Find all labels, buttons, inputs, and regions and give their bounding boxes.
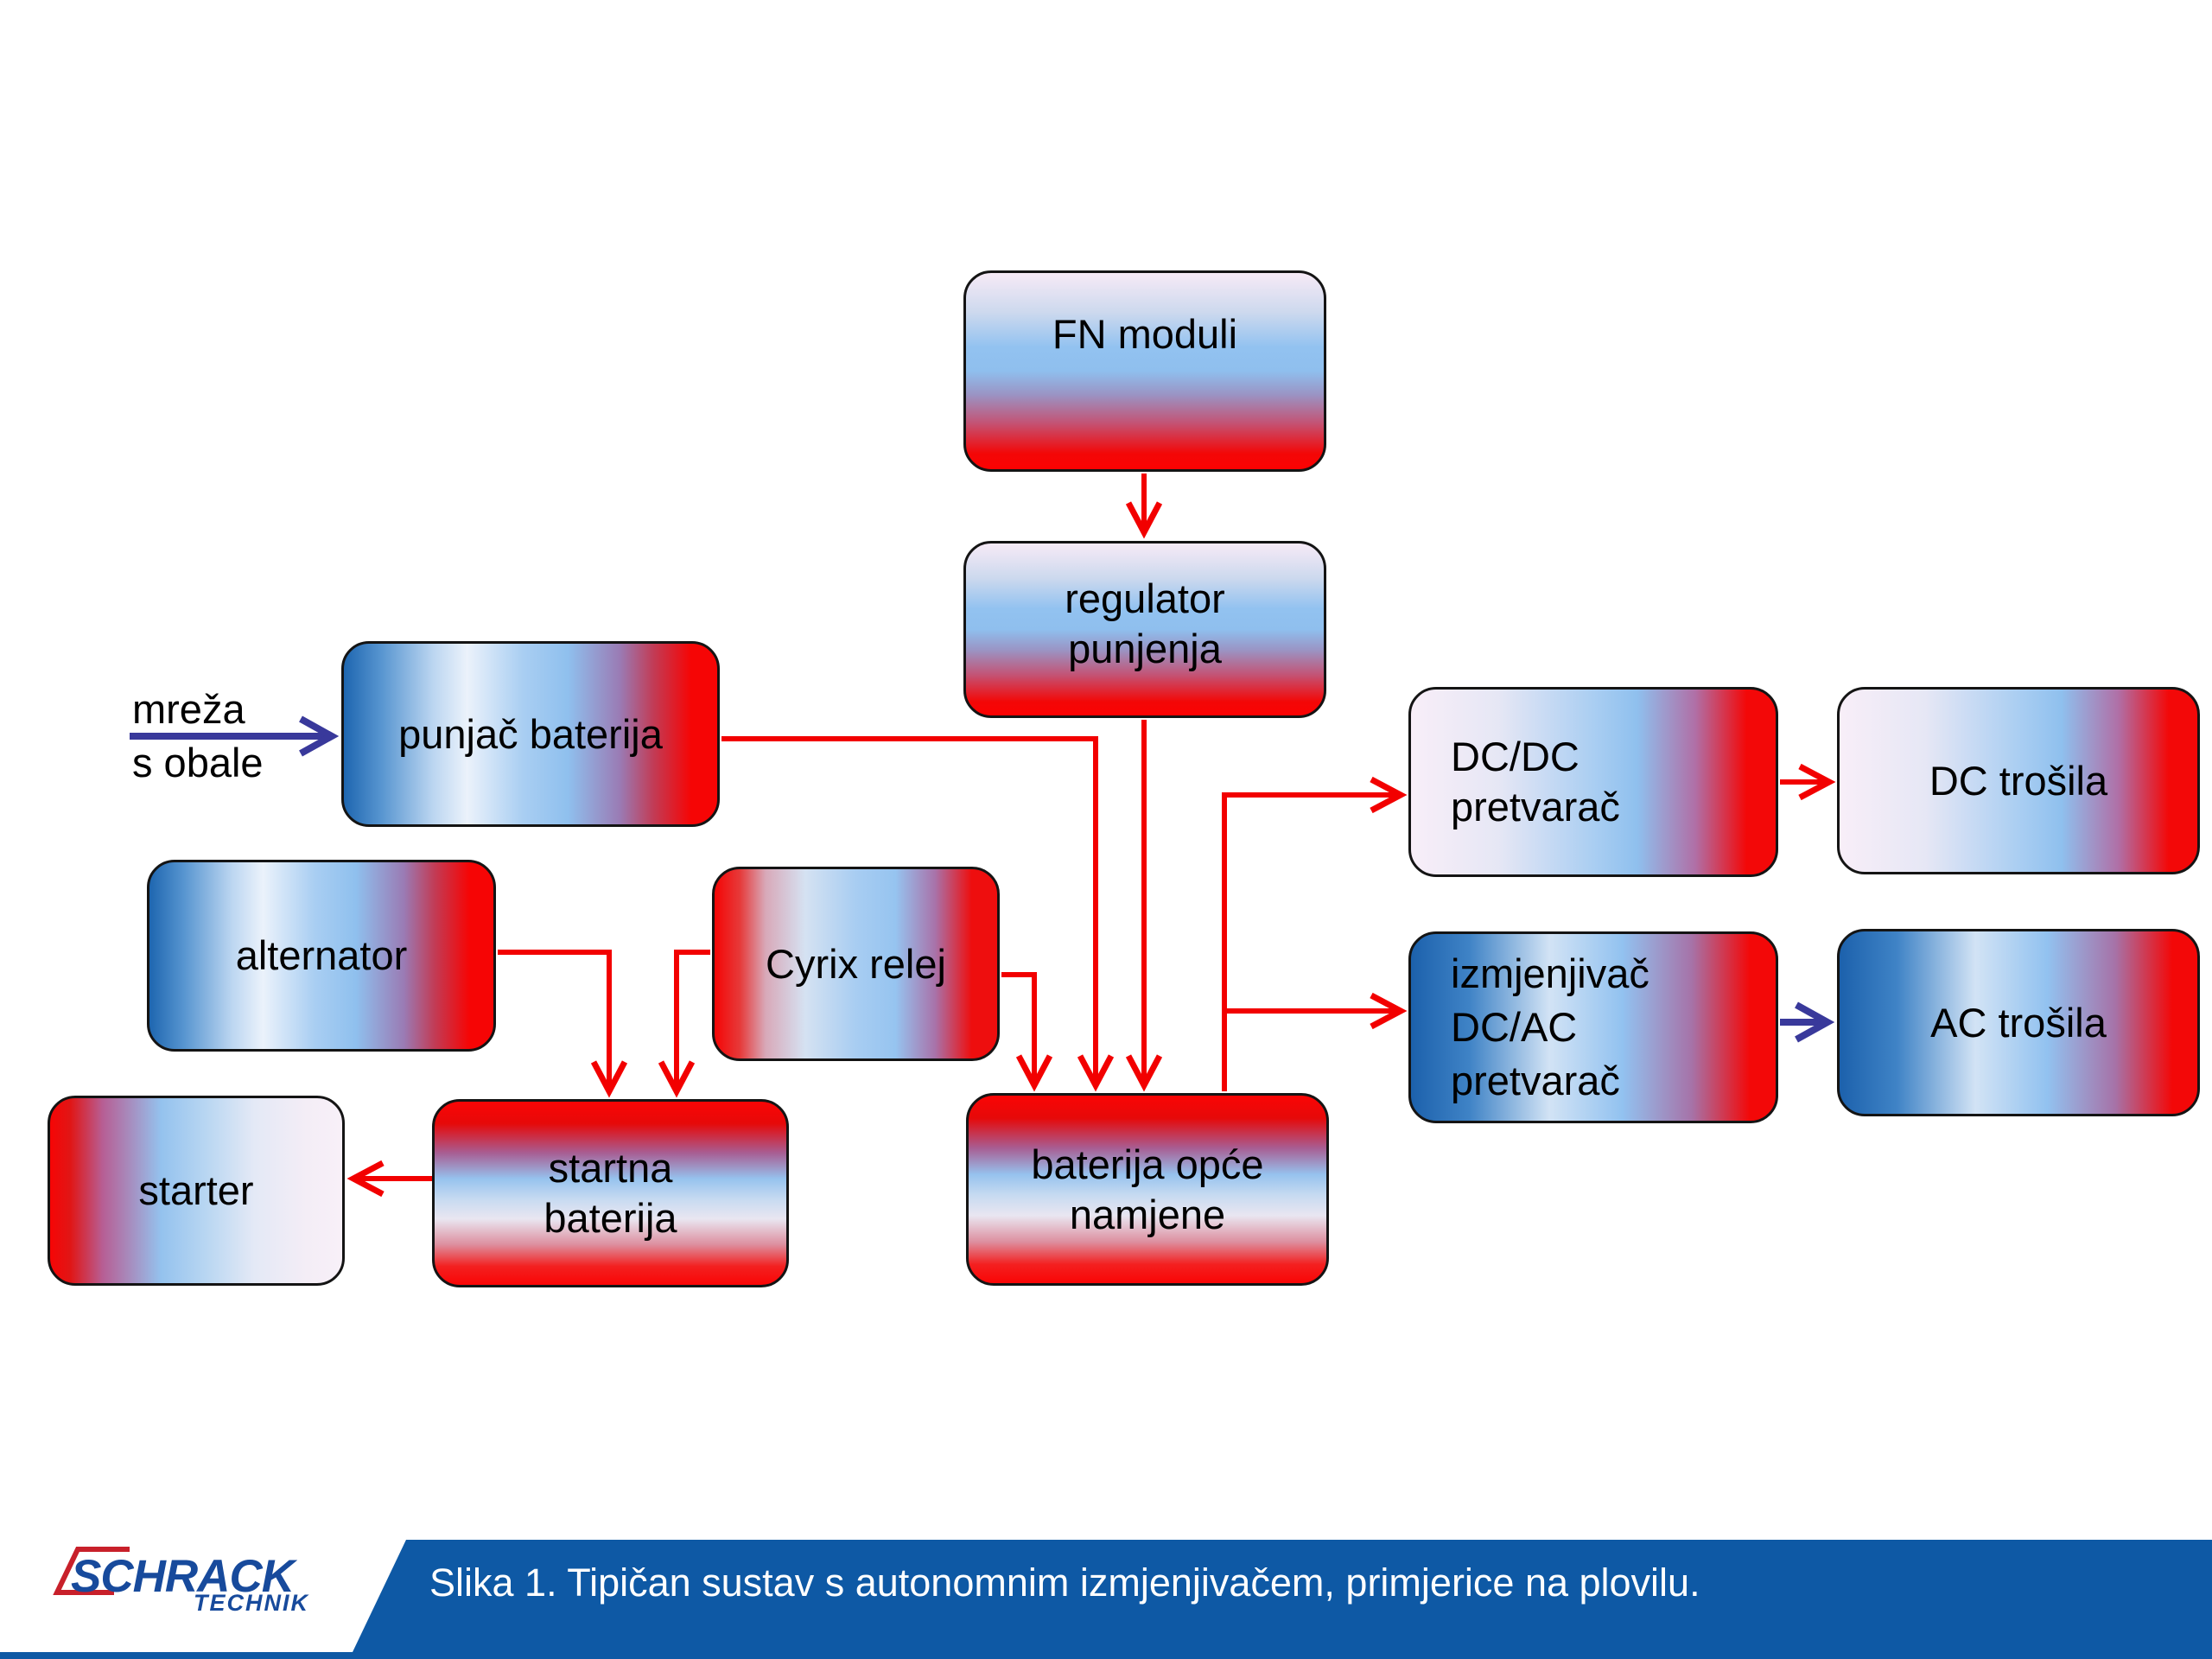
logo-panel: [0, 1540, 406, 1652]
shore-grid-label: mreža s obale: [132, 686, 264, 785]
node-starter: starter: [48, 1096, 345, 1286]
node-alternator: alternator: [147, 860, 496, 1052]
node-dcdc-pretvarac: DC/DC pretvarač: [1408, 687, 1778, 877]
connector-baterija-to-dcdc: [1222, 776, 1408, 1091]
schrack-logo-subtext: TECHNIK: [194, 1590, 309, 1616]
node-izmjenjivac-dcac: izmjenjivač DC/AC pretvarač: [1408, 931, 1778, 1123]
connector-punjac-to-baterija: [721, 736, 1115, 1092]
node-cyrix-relej: Cyrix relej: [712, 867, 1000, 1061]
node-punjac-baterija: punjač baterija: [341, 641, 720, 827]
node-regulator-punjenja: regulator punjenja: [963, 541, 1326, 718]
schrack-logo-text: SCHRACK: [71, 1551, 295, 1602]
node-dc-trosila: DC trošila: [1837, 687, 2200, 874]
node-baterija-opce-namjene: baterija opće namjene: [966, 1093, 1329, 1286]
node-fn-moduli: FN moduli: [963, 270, 1326, 472]
connector-alternator-to-startna: [498, 950, 628, 1098]
connector-cyrix-to-baterija: [1001, 972, 1053, 1092]
node-ac-trosila: AC trošila: [1837, 929, 2200, 1116]
node-startna-baterija: startna baterija: [432, 1099, 789, 1287]
figure-caption: Slika 1. Tipičan sustav s autonomnim izm…: [429, 1560, 1700, 1605]
connector-cyrix-to-startna: [658, 950, 710, 1098]
schrack-logo-swoosh: [53, 1547, 130, 1595]
